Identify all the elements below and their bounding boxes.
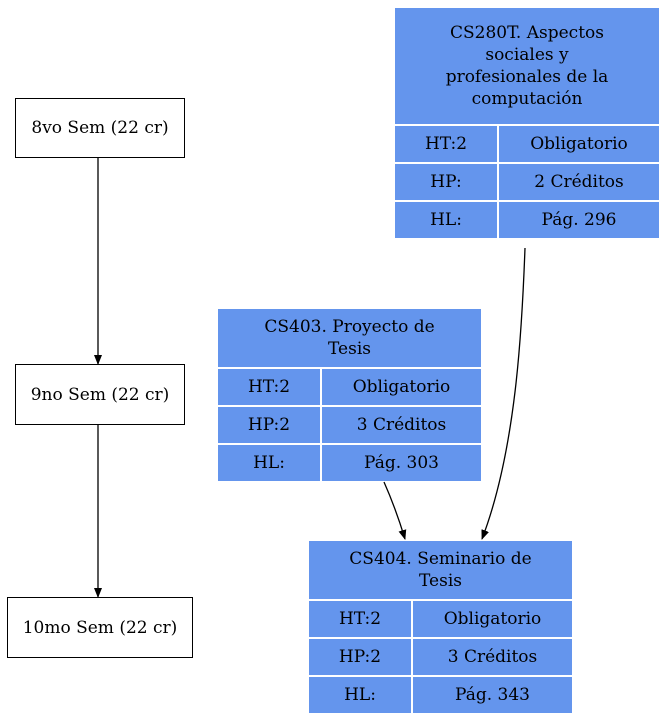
course-cs403-type: Obligatorio <box>322 369 481 405</box>
course-cs403-hp: HP:2 <box>218 407 320 443</box>
course-cs280t-type: Obligatorio <box>499 126 659 162</box>
course-cs404-credits: 3 Créditos <box>413 639 572 675</box>
course-cs404-title: CS404. Seminario de Tesis <box>309 541 572 599</box>
course-cs404-hp: HP:2 <box>309 639 411 675</box>
course-cs280t-node: CS280T. Aspectos sociales y profesionale… <box>395 8 659 238</box>
edge-cs280t-to-cs404 <box>481 247 526 540</box>
semester-10-node: 10mo Sem (22 cr) <box>7 597 193 658</box>
course-cs280t-page: Pág. 296 <box>499 202 659 238</box>
course-cs403-page: Pág. 303 <box>322 445 481 481</box>
semester-8-label: 8vo Sem (22 cr) <box>31 118 169 138</box>
course-cs403-hl: HL: <box>218 445 320 481</box>
course-cs280t-hp: HP: <box>395 164 497 200</box>
course-cs404-page: Pág. 343 <box>413 677 572 713</box>
course-cs403-title: CS403. Proyecto de Tesis <box>218 309 481 367</box>
course-cs280t-title: CS280T. Aspectos sociales y profesionale… <box>395 8 659 124</box>
course-cs280t-hl: HL: <box>395 202 497 238</box>
course-cs280t-ht: HT:2 <box>395 126 497 162</box>
course-cs403-ht: HT:2 <box>218 369 320 405</box>
semester-10-label: 10mo Sem (22 cr) <box>22 617 178 638</box>
course-cs404-node: CS404. Seminario de Tesis HT:2 Obligator… <box>309 541 572 713</box>
edge-cs403-to-cs404 <box>383 481 407 540</box>
course-cs404-ht: HT:2 <box>309 601 411 637</box>
semester-9-label: 9no Sem (22 cr) <box>30 384 170 405</box>
course-cs404-hl: HL: <box>309 677 411 713</box>
course-cs403-credits: 3 Créditos <box>322 407 481 443</box>
course-cs280t-credits: 2 Créditos <box>499 164 659 200</box>
semester-8-node: 8vo Sem (22 cr) <box>15 98 185 158</box>
course-cs404-type: Obligatorio <box>413 601 572 637</box>
semester-9-node: 9no Sem (22 cr) <box>15 364 185 425</box>
course-cs403-node: CS403. Proyecto de Tesis HT:2 Obligatori… <box>218 309 481 481</box>
